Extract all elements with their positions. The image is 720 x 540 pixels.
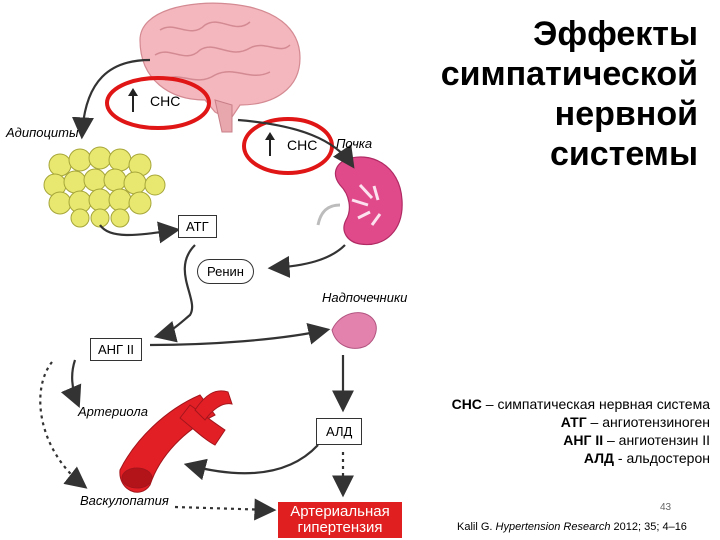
adrenal-illustration	[331, 312, 377, 349]
title-line: симпатической	[440, 55, 698, 93]
vasculopathy-label: Васкулопатия	[80, 493, 169, 508]
legend-abbr: АНГ II	[563, 432, 604, 448]
legend-item: АЛД - альдостерон	[440, 449, 710, 467]
abbreviation-legend: СНС – симпатическая нервная система АТГ …	[440, 395, 710, 467]
citation-details: 2012; 35; 4–16	[610, 521, 687, 533]
arrow-vasculopathy-to-hypertension	[174, 498, 277, 521]
arrow-ang2-to-vasculopathy	[39, 361, 88, 489]
citation: Kalil G. Hypertension Research 2012; 35;…	[457, 521, 687, 533]
legend-text: – симпатическая нервная система	[481, 396, 710, 412]
arrow-ald-to-artery	[183, 444, 319, 481]
title-line: Эффекты	[533, 15, 698, 53]
artery-illustration	[119, 390, 233, 493]
arrow-ang2-to-adrenal	[149, 322, 331, 347]
up-arrow-icon	[265, 132, 275, 156]
legend-abbr: АЛД	[583, 450, 614, 466]
title-line: нервной	[554, 95, 698, 133]
legend-item: АТГ – ангиотензиноген	[440, 413, 710, 431]
adrenal-label: Надпочечники	[322, 290, 408, 305]
ang2-box: АНГ II	[90, 338, 142, 361]
legend-abbr: СНС	[451, 396, 482, 412]
legend-abbr: АТГ	[560, 414, 587, 430]
arrow-brain-to-adipocytes	[71, 58, 151, 140]
adipocytes-illustration	[43, 146, 166, 228]
ald-box: АЛД	[316, 418, 363, 445]
arrow-adipocytes-to-atg	[99, 221, 181, 244]
renin-box: Ренин	[197, 259, 254, 284]
sns-brain-ring	[105, 76, 211, 130]
legend-item: АНГ II – ангиотензин II	[440, 431, 710, 449]
arrow-kidney-to-renin	[267, 244, 346, 278]
slide-title: Эффекты симпатической нервной системы	[398, 14, 698, 174]
kidney-label: Почка	[336, 136, 373, 151]
brain-illustration	[139, 2, 301, 133]
arrow-ang2-to-arteriole	[60, 359, 82, 409]
title-line: системы	[549, 135, 698, 173]
arteriole-label: Артериола	[78, 404, 148, 419]
legend-text: – ангиотензиноген	[586, 414, 710, 430]
arrow-brain-to-kidney	[237, 118, 355, 169]
atg-box: АТГ	[178, 215, 217, 238]
page-number: 43	[660, 502, 672, 513]
citation-journal: Hypertension Research	[495, 521, 611, 533]
citation-author: Kalil G.	[457, 521, 496, 533]
sns-kidney-label: СНС	[287, 137, 318, 153]
up-arrow-icon	[128, 88, 138, 112]
legend-text: - альдостерон	[614, 450, 710, 466]
adipocytes-label: Адипоциты	[6, 125, 79, 140]
legend-text: – ангиотензин II	[603, 432, 710, 448]
legend-item: СНС – симпатическая нервная система	[440, 395, 710, 413]
arrow-atg-to-ang2	[153, 244, 196, 343]
hypertension-box: Артериальная гипертензия	[278, 502, 402, 538]
kidney-illustration	[316, 156, 403, 246]
sns-brain-label: СНС	[150, 93, 181, 109]
